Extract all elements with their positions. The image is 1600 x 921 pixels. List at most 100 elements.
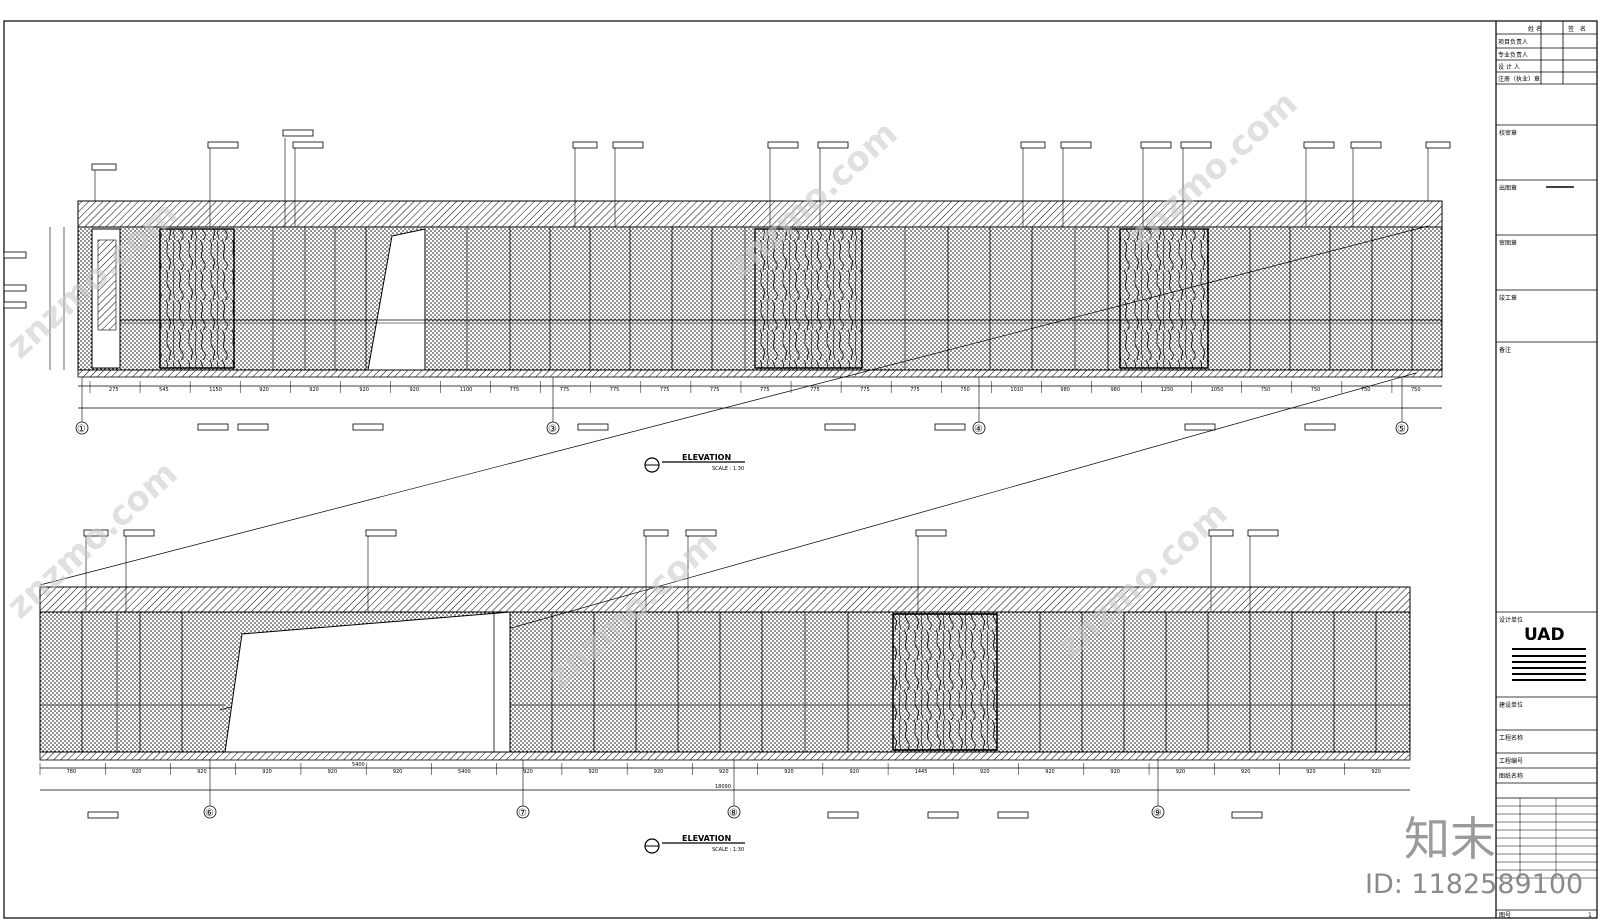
cabinet-grid: [97, 239, 117, 331]
axis-7: ⑦: [518, 808, 527, 819]
axis-5: ⑤: [1397, 424, 1406, 435]
tb-client: 建设单位: [1499, 701, 1523, 709]
dim-text: 920: [654, 769, 664, 775]
dim-text: 920: [410, 387, 420, 393]
dim-text: 1150: [209, 387, 222, 393]
dim-text: 920: [197, 769, 207, 775]
dim-text: 920: [1045, 769, 1055, 775]
dim-text: 920: [589, 769, 599, 775]
dim-text: 920: [309, 387, 319, 393]
tb-row-3: 设 计 人: [1498, 63, 1520, 71]
dim-text: 920: [359, 387, 369, 393]
dim-text: 545: [159, 387, 169, 393]
watermark-id: ID: 1182589100: [1365, 869, 1583, 900]
tb-header-1: 姓: [1528, 25, 1534, 33]
dim-text: 5400: [458, 769, 471, 775]
dim-text: 775: [610, 387, 620, 393]
tb-row-2: 专业负责人: [1498, 51, 1528, 59]
dim-text: 750: [1261, 387, 1271, 393]
dim-text: 775: [860, 387, 870, 393]
dim-text: 920: [523, 769, 533, 775]
watermark-brand: 知末: [1404, 812, 1496, 866]
dim-text: 750: [1311, 387, 1321, 393]
tb-stamp-label: 注册（执业）章: [1498, 75, 1540, 83]
floor-band-bottom: [39, 751, 1411, 761]
axis-6: ⑥: [205, 808, 214, 819]
axis-1: ①: [77, 424, 86, 435]
logo-stripes: [1512, 648, 1586, 681]
dim-text: 920: [132, 769, 142, 775]
dim-text: 750: [1411, 387, 1421, 393]
dim-text: 920: [393, 769, 403, 775]
dim-text: 920: [980, 769, 990, 775]
dims-bottom: 780 920 920 920 920 920 5400 920 920 920 920 920 920…: [39, 763, 1381, 775]
dim-text: 920: [850, 769, 860, 775]
sheet-border: [3, 20, 1598, 919]
elevation-bottom-title: ELEVATION: [682, 834, 731, 843]
dim-text: 750: [1361, 387, 1371, 393]
dim-text: 775: [910, 387, 920, 393]
dim-text: 920: [262, 769, 272, 775]
dim-text: 775: [760, 387, 770, 393]
axis-9: ⑨: [1153, 808, 1162, 819]
tb-project-no: 工程编号: [1499, 757, 1523, 765]
tb-sheet-no: 1: [1588, 912, 1592, 919]
dim-text: 920: [1110, 769, 1120, 775]
wood-panel-2: [754, 228, 863, 369]
wood-panel-3: [1119, 228, 1209, 369]
dim-text: 1445: [915, 769, 928, 775]
dim-text: 750: [960, 387, 970, 393]
tb-approval-1: 校审章: [1499, 129, 1517, 137]
axis-3: ③: [548, 424, 557, 435]
dim-text: 920: [719, 769, 729, 775]
dim-text: 775: [810, 387, 820, 393]
opening-dim-bottom: 5400: [352, 762, 365, 768]
dim-text: 775: [710, 387, 720, 393]
tb-header-4: 名: [1580, 25, 1586, 33]
dim-text: 775: [560, 387, 570, 393]
dim-text: 920: [328, 769, 338, 775]
axis-4: ④: [974, 424, 983, 435]
axis-8: ⑧: [729, 808, 738, 819]
tb-project: 工程名称: [1499, 734, 1523, 742]
floor-band-top: [77, 369, 1443, 378]
dim-text: 775: [510, 387, 520, 393]
elevation-bottom-scale: SCALE : 1:30: [712, 847, 744, 853]
tb-header-2: 名: [1536, 25, 1542, 33]
opening-top: [367, 228, 426, 371]
uad-logo: UAD: [1524, 625, 1565, 645]
dim-text: 920: [784, 769, 794, 775]
tb-sheet-label: 图号: [1499, 912, 1511, 919]
dim-text: 1010: [1010, 387, 1023, 393]
tb-approval-2: 出图章: [1499, 184, 1517, 192]
dim-text: 775: [660, 387, 670, 393]
dim-text: 920: [1306, 769, 1316, 775]
elevation-top-scale: SCALE : 1:30: [712, 466, 744, 472]
elevation-top: ELEVATION SCALE : 1:30: [3, 129, 1451, 473]
tb-design-unit: 设计单位: [1499, 616, 1523, 624]
dim-text: 920: [1241, 769, 1251, 775]
total-dim-bottom: 18090: [715, 784, 731, 790]
tb-header-3: 签: [1568, 25, 1574, 33]
ceiling-band-top: [77, 200, 1443, 228]
dim-text: 1050: [1211, 387, 1224, 393]
dim-text: 980: [1060, 387, 1070, 393]
wood-panel-1: [159, 228, 235, 369]
elevation-top-title: ELEVATION: [682, 453, 731, 462]
elevation-bottom: 18090 5400 ELEVATION SC: [39, 529, 1411, 854]
tb-approval-3: 审图章: [1499, 239, 1517, 247]
dim-text: 780: [67, 769, 77, 775]
dim-text: 920: [1176, 769, 1186, 775]
dim-text: 275: [109, 387, 119, 393]
wood-panel-4: [892, 613, 998, 751]
opening-bottom: [224, 611, 511, 753]
tb-notes: 备注: [1499, 346, 1511, 354]
dim-text: 980: [1111, 387, 1121, 393]
ceiling-band-bottom: [39, 586, 1411, 613]
tb-approval-4: 竣工章: [1499, 294, 1517, 302]
dim-text: 1250: [1161, 387, 1174, 393]
dim-text: 1100: [460, 387, 473, 393]
dim-text: 920: [1371, 769, 1381, 775]
